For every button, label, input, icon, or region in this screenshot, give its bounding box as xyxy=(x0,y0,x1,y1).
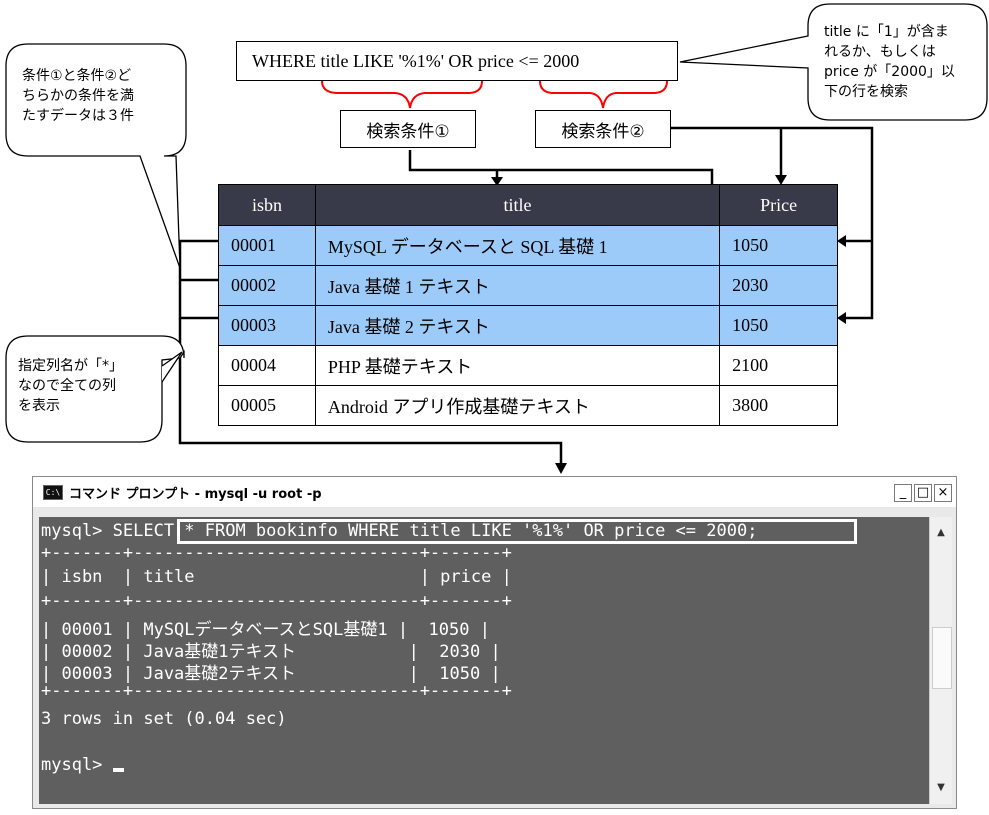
cell-title: Java 基礎 1 テキスト xyxy=(314,265,721,306)
bubble-line: 条件①と条件②ど xyxy=(22,68,132,84)
table-row: 00005 Android アプリ作成基礎テキスト 3800 xyxy=(218,385,838,426)
vertical-scrollbar[interactable]: ▲ ▼ xyxy=(929,517,952,804)
command-prompt-window[interactable]: C:\ コマンド プロンプト - mysql -u root -p _ □ × … xyxy=(32,476,957,809)
cell-price: 2030 xyxy=(719,265,838,306)
cell-isbn: 00005 xyxy=(218,385,316,426)
bubble-bottom-left: 指定列名が「*」 なので全ての列 を表示 xyxy=(18,356,123,416)
close-button[interactable]: × xyxy=(934,484,952,502)
bubble-line: を表示 xyxy=(18,398,60,414)
console-line: | isbn | title | price | xyxy=(41,567,512,587)
where-clause-box: WHERE title LIKE '%1%' OR price <= 2000 xyxy=(236,41,678,81)
brace-cond2 xyxy=(539,80,668,109)
maximize-button[interactable]: □ xyxy=(914,484,932,502)
condition-1-box: 検索条件① xyxy=(340,110,476,148)
condition-2-label: 検索条件② xyxy=(561,121,645,142)
cell-title: PHP 基礎テキスト xyxy=(314,345,721,386)
cell-price: 1050 xyxy=(719,225,838,266)
condition-1-label: 検索条件① xyxy=(366,121,450,142)
table-header-row: isbn title Price xyxy=(218,184,838,226)
connector-cond1 xyxy=(408,150,714,184)
console-line: | 00002 | Java基礎1テキスト | 2030 | xyxy=(41,642,501,662)
table-row: 00003 Java 基礎 2 テキスト 1050 xyxy=(218,305,838,346)
cell-title: Java 基礎 2 テキスト xyxy=(314,305,721,346)
bubble-line: 指定列名が「*」 xyxy=(18,358,123,374)
console-line-command: mysql> SELECT * FROM bookinfo WHERE titl… xyxy=(41,521,758,541)
table-row: 00001 MySQL データベースと SQL 基礎 1 1050 xyxy=(218,225,838,266)
console-line: +-------+----------------------------+--… xyxy=(41,681,512,701)
prompt-text: mysql> xyxy=(41,755,113,775)
cell-title: MySQL データベースと SQL 基礎 1 xyxy=(314,225,721,266)
text-cursor xyxy=(112,768,124,772)
cell-isbn: 00004 xyxy=(218,345,316,386)
cell-isbn: 00003 xyxy=(218,305,316,346)
cmd-icon: C:\ xyxy=(43,484,63,500)
console-line: | 00003 | Java基礎2テキスト | 1050 | xyxy=(41,664,501,684)
table-row: 00002 Java 基礎 1 テキスト 2030 xyxy=(218,265,838,306)
bookinfo-table: isbn title Price 00001 MySQL データベースと SQL… xyxy=(218,184,838,426)
bubble-line: なので全ての列 xyxy=(18,378,116,394)
console-line: +-------+----------------------------+--… xyxy=(41,543,512,563)
window-title: コマンド プロンプト - mysql -u root -p xyxy=(69,486,322,502)
where-clause-text: WHERE title LIKE '%1%' OR price <= 2000 xyxy=(252,50,580,71)
bubble-line: 下の行を検索 xyxy=(824,84,908,100)
console-output[interactable]: mysql> SELECT * FROM bookinfo WHERE titl… xyxy=(39,517,929,804)
bubble-top-left: 条件①と条件②ど ちらかの条件を満 たすデータは３件 xyxy=(22,66,134,126)
bubble-line: たすデータは３件 xyxy=(22,108,134,124)
bubble-line: れるか、もしくは xyxy=(824,44,936,60)
brace-cond1 xyxy=(321,80,483,109)
column-header-title: title xyxy=(314,184,721,226)
table-row: 00004 PHP 基礎テキスト 2100 xyxy=(218,345,838,386)
bubble-line: title に「1」が含ま xyxy=(824,24,949,40)
column-header-isbn: isbn xyxy=(218,184,316,226)
condition-2-box: 検索条件② xyxy=(535,110,671,148)
cell-title: Android アプリ作成基礎テキスト xyxy=(314,385,721,426)
console-line: 3 rows in set (0.04 sec) xyxy=(41,709,287,729)
rows-bracket xyxy=(178,239,218,320)
query-highlight-frame xyxy=(177,519,857,544)
bubble-top-right: title に「1」が含ま れるか、もしくは price が「2000」以 下の… xyxy=(824,22,955,102)
bubble-line: price が「2000」以 xyxy=(824,64,955,80)
cell-isbn: 00001 xyxy=(218,225,316,266)
scroll-thumb[interactable] xyxy=(932,627,952,689)
column-header-price: Price xyxy=(719,184,838,226)
cell-price: 3800 xyxy=(719,385,838,426)
cell-price: 2100 xyxy=(719,345,838,386)
console-prompt: mysql> xyxy=(41,755,124,775)
console-line: +-------+----------------------------+--… xyxy=(41,591,512,611)
cell-price: 1050 xyxy=(719,305,838,346)
console-line: | 00001 | MySQLデータベースとSQL基礎1 | 1050 | xyxy=(41,620,490,640)
bubble-line: ちらかの条件を満 xyxy=(22,88,134,104)
scroll-up-icon[interactable]: ▲ xyxy=(937,527,945,538)
cell-isbn: 00002 xyxy=(218,265,316,306)
minimize-button[interactable]: _ xyxy=(894,484,912,502)
window-titlebar[interactable]: C:\ コマンド プロンプト - mysql -u root -p _ □ × xyxy=(33,477,956,507)
scroll-down-icon[interactable]: ▼ xyxy=(937,782,945,793)
